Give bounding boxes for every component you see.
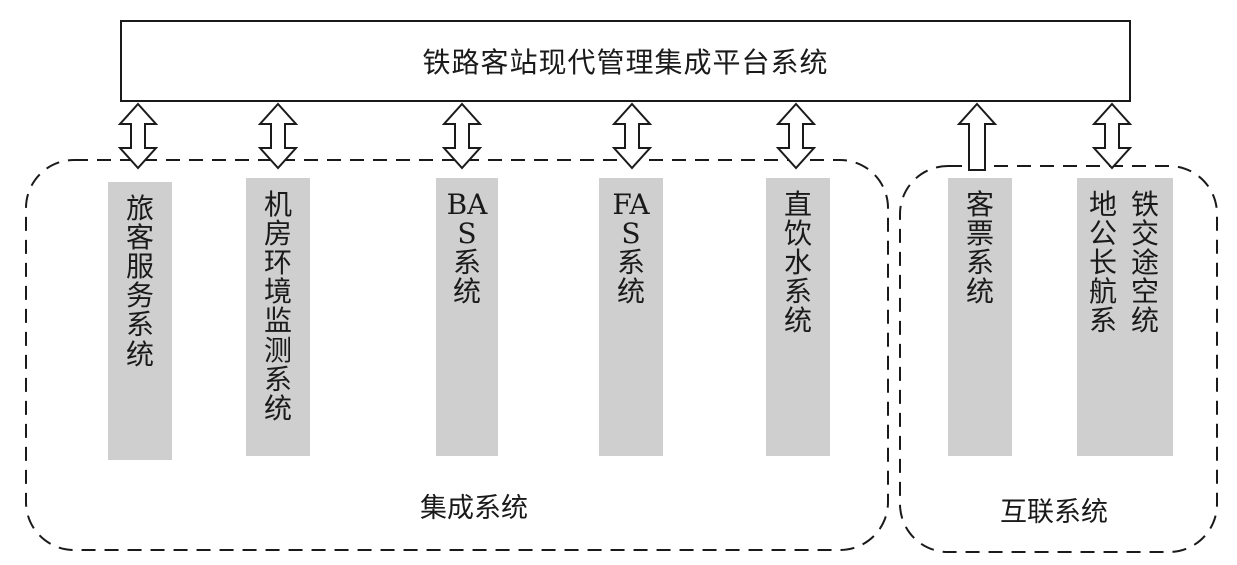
- double-arrow-drinking-water: [775, 102, 817, 170]
- interconnect-systems-label: 互联系统: [1000, 497, 1108, 528]
- subsystem-ticketing: 客票系统: [948, 178, 1012, 456]
- subsystem-fas: FAS系统: [599, 178, 663, 456]
- double-arrow-bas: [441, 102, 483, 170]
- integrated-systems-label: 集成系统: [420, 493, 528, 524]
- subsystem-drinking-water: 直饮水系统: [766, 178, 830, 456]
- subsystem-label: 直饮水系统: [783, 188, 812, 338]
- subsystem-transport: 地公长航系 铁交途空统: [1077, 178, 1173, 456]
- subsystem-passenger-service: 旅客服务系统: [108, 182, 172, 460]
- subsystem-label-right-column: 铁交途空统: [1130, 188, 1159, 338]
- double-arrow-machine-room: [257, 102, 299, 170]
- subsystem-bas: BAS系统: [436, 178, 498, 456]
- double-arrow-transport: [1091, 102, 1133, 170]
- double-arrow-fas: [611, 102, 653, 170]
- subsystem-label-left-column: 地公长航系: [1088, 188, 1117, 338]
- subsystem-label: 旅客服务系统: [125, 192, 154, 371]
- double-arrow-passenger-service: [117, 102, 159, 170]
- subsystem-label: FAS系统: [612, 188, 650, 309]
- up-arrow-ticketing: [956, 102, 998, 171]
- integrated-systems-outline: [25, 159, 889, 551]
- subsystem-label: BAS系统: [446, 188, 488, 309]
- subsystem-label: 客票系统: [965, 188, 994, 309]
- platform-box: 铁路客站现代管理集成平台系统: [120, 20, 1131, 102]
- platform-title: 铁路客站现代管理集成平台系统: [422, 46, 829, 79]
- interconnect-systems-outline: [899, 165, 1218, 553]
- subsystem-machine-room: 机房环境监测系统: [246, 178, 310, 456]
- subsystem-label: 机房环境监测系统: [263, 188, 292, 425]
